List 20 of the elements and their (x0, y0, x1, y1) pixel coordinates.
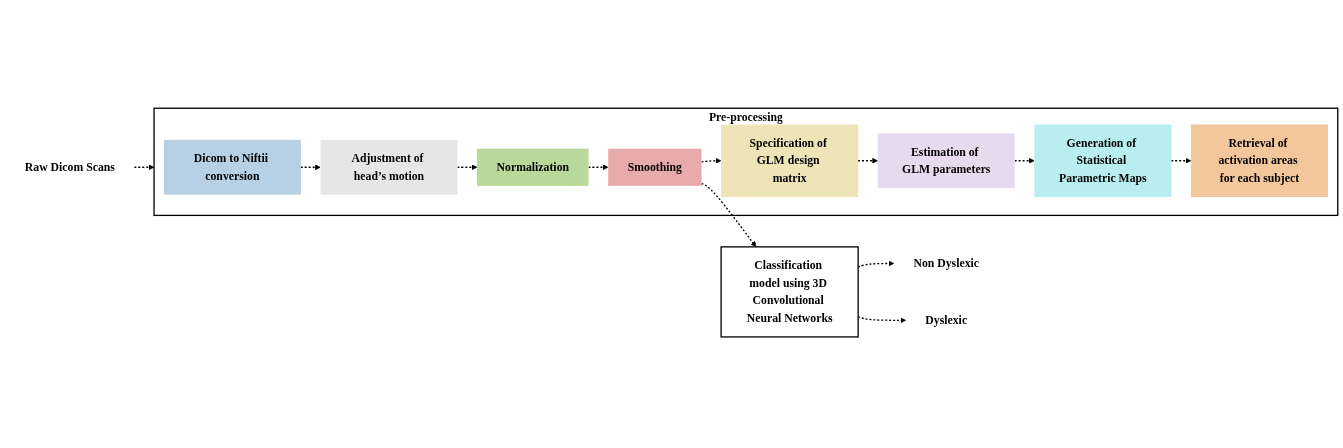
node-box: Retrieval of activation areas for each subject (1190, 124, 1328, 198)
arrow (1170, 158, 1192, 165)
node-box: Estimation of GLM parameters (877, 133, 1015, 189)
arrow (700, 183, 757, 248)
node-box: Smoothing (608, 149, 702, 187)
node-box: Dicom to Niftii conversion (163, 140, 301, 196)
arrow (456, 164, 478, 171)
node-text: Dyslexic (925, 313, 968, 327)
node-text: Raw Dicom Scans (24, 160, 115, 174)
arrow (300, 164, 321, 171)
node-text: Non Dyslexic (913, 257, 980, 271)
node-box: Specification of GLM design matrix (721, 124, 859, 198)
arrow (1014, 158, 1035, 165)
arrow (133, 164, 155, 171)
node-box: Classification model using 3D Convolutional Neural Networks (720, 246, 859, 339)
node-box: Normalization (477, 149, 589, 187)
node-box: Adjustment of head’s motion (320, 140, 458, 196)
arrow (587, 164, 609, 171)
node-box: Generation of Statistical Parametric Maps (1034, 124, 1172, 198)
arrow (700, 158, 722, 165)
